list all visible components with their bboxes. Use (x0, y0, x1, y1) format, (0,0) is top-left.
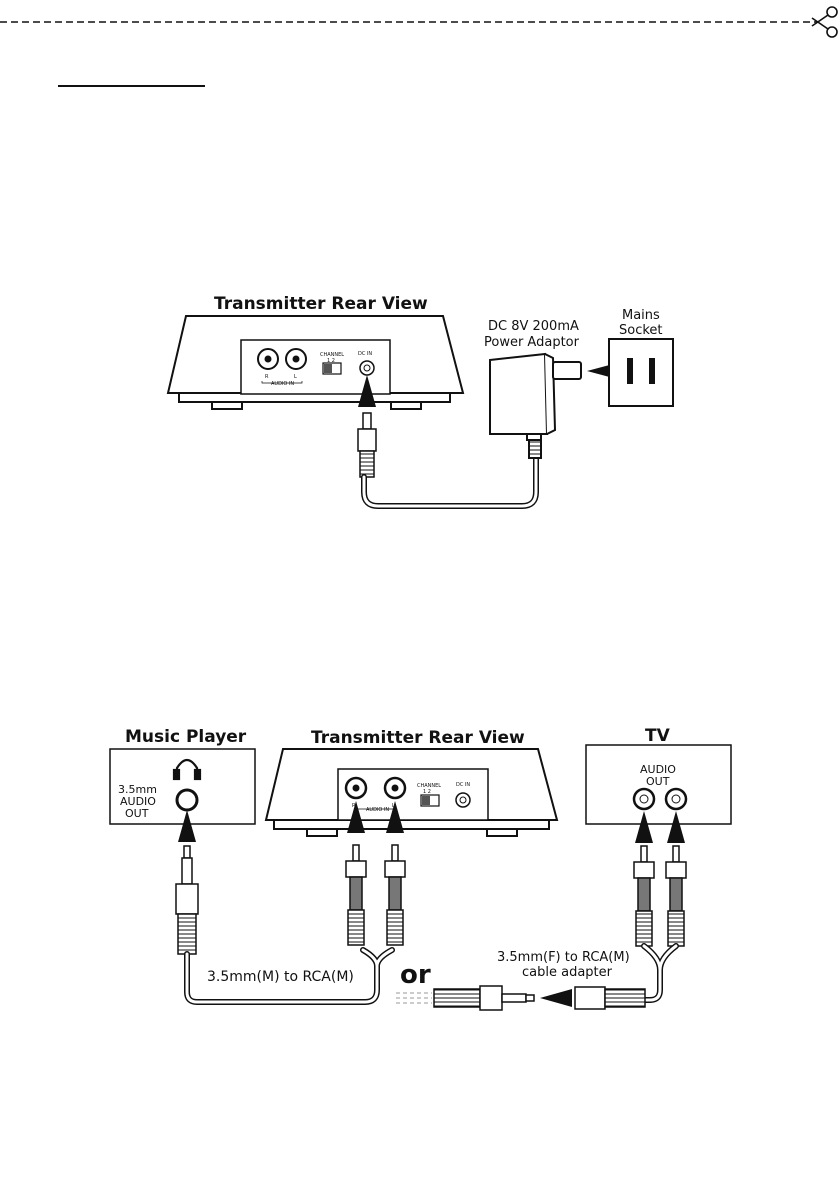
mains-socket (609, 339, 673, 406)
power-diagram: Transmitter Rear View R L AUDIO IN CHANN… (168, 294, 673, 506)
jack-l-label: L (294, 374, 297, 380)
audio-in-jack-r[interactable] (258, 349, 278, 369)
adapter-label-line2: cable adapter (522, 965, 613, 980)
tv-out-line2: OUT (646, 775, 670, 788)
channel-nums-2: 1 2 (423, 789, 431, 795)
rca-plugs-transmitter (346, 845, 405, 945)
dc-in-jack-2[interactable] (456, 793, 470, 807)
adaptor-label-line1: DC 8V 200mA (488, 319, 579, 334)
adapter-male-plug (434, 986, 534, 1010)
socket-label-line2: Socket (619, 323, 663, 338)
dashed-cable (396, 993, 432, 1003)
power-cable (364, 457, 536, 506)
transmitter-rear-panel (168, 316, 463, 409)
audio-in-label-2: AUDIO IN (366, 807, 389, 813)
audio-in-jack-l[interactable] (286, 349, 306, 369)
or-label: or (400, 960, 431, 990)
transmitter-title: Transmitter Rear View (214, 294, 428, 314)
cable-tv-rca (644, 946, 676, 1000)
music-player: 3.5mm AUDIO OUT (110, 749, 255, 824)
rca-plugs-tv (634, 846, 686, 946)
adaptor-label-line2: Power Adaptor (484, 335, 580, 350)
channel-switch-2[interactable] (421, 795, 439, 806)
adapter-arrow (540, 989, 572, 1007)
audio-diagram: Music Player Transmitter Rear View TV 3.… (110, 726, 731, 1010)
dc-in-label: DC IN (358, 351, 372, 357)
power-adaptor (490, 354, 581, 458)
socket-label-line1: Mains (622, 308, 660, 323)
tv-title: TV (645, 726, 671, 746)
player-audio-out-jack[interactable] (177, 790, 197, 810)
tv-audio-out-jack-1[interactable] (634, 789, 654, 809)
dc-in-label-2: DC IN (456, 782, 470, 788)
audio-in-label: AUDIO IN (271, 381, 294, 387)
audio-in-jack-r-2[interactable] (346, 778, 366, 798)
mini-jack-plug (176, 846, 198, 954)
adapter-label-line1: 3.5mm(F) to RCA(M) (497, 950, 630, 965)
transmitter-rear-panel-2 (266, 749, 557, 836)
adapter-female-socket (575, 987, 645, 1009)
transmitter-title-2: Transmitter Rear View (311, 728, 525, 748)
jack-r-label: R (265, 374, 269, 380)
cable-label: 3.5mm(M) to RCA(M) (207, 969, 354, 985)
channel-switch[interactable] (323, 363, 341, 374)
audio-in-jack-l-2[interactable] (385, 778, 405, 798)
dc-plug (358, 413, 376, 477)
player-out-line3: OUT (125, 807, 149, 820)
dc-in-jack[interactable] (360, 361, 374, 375)
tv: AUDIO OUT (586, 745, 731, 824)
tv-audio-out-jack-2[interactable] (666, 789, 686, 809)
music-player-title: Music Player (125, 727, 247, 747)
